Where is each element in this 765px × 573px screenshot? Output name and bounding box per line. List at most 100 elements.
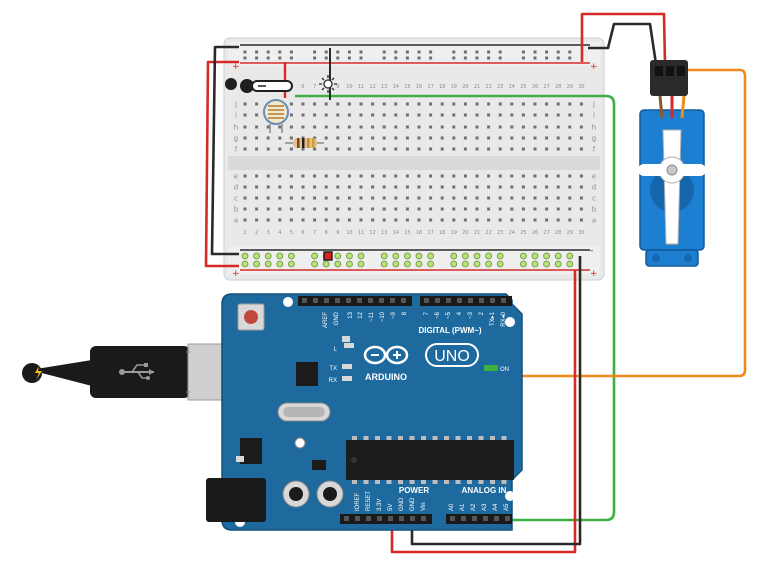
header-pin[interactable]: [424, 298, 429, 303]
header-pin[interactable]: [421, 516, 426, 521]
rail-hole[interactable]: [461, 260, 469, 268]
rail-hole[interactable]: [253, 260, 261, 268]
breadboard-hole[interactable]: [278, 174, 282, 178]
breadboard-hole[interactable]: [266, 196, 270, 200]
breadboard-hole[interactable]: [429, 185, 433, 189]
breadboard-hole[interactable]: [579, 147, 583, 151]
breadboard-hole[interactable]: [289, 185, 293, 189]
breadboard-hole[interactable]: [382, 174, 386, 178]
breadboard-hole[interactable]: [243, 113, 247, 117]
wire-black-servo-ground[interactable]: [588, 22, 658, 65]
rail-hole[interactable]: [568, 56, 572, 60]
rail-hole[interactable]: [487, 50, 491, 54]
rail-hole[interactable]: [531, 260, 539, 268]
breadboard-hole[interactable]: [371, 147, 375, 151]
rail-hole[interactable]: [322, 260, 330, 268]
breadboard-hole[interactable]: [463, 125, 467, 129]
breadboard-hole[interactable]: [255, 207, 259, 211]
breadboard-hole[interactable]: [382, 113, 386, 117]
breadboard-hole[interactable]: [475, 147, 479, 151]
breadboard-hole[interactable]: [266, 207, 270, 211]
breadboard-hole[interactable]: [289, 174, 293, 178]
breadboard-hole[interactable]: [405, 136, 409, 140]
breadboard-hole[interactable]: [429, 207, 433, 211]
breadboard-hole[interactable]: [429, 196, 433, 200]
wire-red-servo-power[interactable]: [580, 12, 667, 65]
breadboard-hole[interactable]: [429, 102, 433, 106]
header-pin[interactable]: [335, 298, 340, 303]
breadboard-hole[interactable]: [463, 147, 467, 151]
breadboard-hole[interactable]: [324, 218, 328, 222]
breadboard-hole[interactable]: [313, 136, 317, 140]
breadboard-hole[interactable]: [243, 218, 247, 222]
breadboard-hole[interactable]: [289, 218, 293, 222]
breadboard-hole[interactable]: [545, 207, 549, 211]
breadboard-hole[interactable]: [371, 196, 375, 200]
breadboard-hole[interactable]: [556, 102, 560, 106]
breadboard-hole[interactable]: [463, 102, 467, 106]
breadboard-hole[interactable]: [463, 113, 467, 117]
rail-hole[interactable]: [276, 252, 284, 260]
breadboard-hole[interactable]: [278, 136, 282, 140]
breadboard-hole[interactable]: [266, 136, 270, 140]
breadboard-hole[interactable]: [521, 218, 525, 222]
rail-hole[interactable]: [496, 252, 504, 260]
breadboard-hole[interactable]: [359, 174, 363, 178]
breadboard-hole[interactable]: [545, 174, 549, 178]
breadboard-hole[interactable]: [510, 218, 514, 222]
breadboard-hole[interactable]: [452, 125, 456, 129]
breadboard-hole[interactable]: [313, 185, 317, 189]
breadboard-hole[interactable]: [440, 196, 444, 200]
header-pin[interactable]: [461, 516, 466, 521]
breadboard-hole[interactable]: [452, 185, 456, 189]
header-pin[interactable]: [505, 516, 510, 521]
breadboard-hole[interactable]: [452, 136, 456, 140]
header-pin[interactable]: [379, 298, 384, 303]
breadboard-hole[interactable]: [417, 174, 421, 178]
breadboard-hole[interactable]: [347, 102, 351, 106]
rail-hole[interactable]: [452, 50, 456, 54]
breadboard-hole[interactable]: [313, 102, 317, 106]
header-pin[interactable]: [313, 298, 318, 303]
breadboard-hole[interactable]: [289, 147, 293, 151]
breadboard-hole[interactable]: [475, 136, 479, 140]
rail-hole[interactable]: [566, 252, 574, 260]
header-pin[interactable]: [399, 516, 404, 521]
power-header[interactable]: [340, 514, 432, 524]
breadboard-hole[interactable]: [452, 147, 456, 151]
breadboard-hole[interactable]: [545, 113, 549, 117]
breadboard-hole[interactable]: [313, 125, 317, 129]
breadboard-hole[interactable]: [545, 102, 549, 106]
breadboard-hole[interactable]: [243, 196, 247, 200]
breadboard-hole[interactable]: [545, 147, 549, 151]
breadboard-hole[interactable]: [359, 113, 363, 117]
breadboard-hole[interactable]: [463, 207, 467, 211]
rail-hole[interactable]: [243, 50, 247, 54]
breadboard-hole[interactable]: [278, 196, 282, 200]
breadboard-hole[interactable]: [452, 102, 456, 106]
breadboard-hole[interactable]: [510, 207, 514, 211]
breadboard-hole[interactable]: [533, 147, 537, 151]
breadboard-hole[interactable]: [545, 196, 549, 200]
breadboard-hole[interactable]: [498, 174, 502, 178]
breadboard-hole[interactable]: [579, 125, 583, 129]
breadboard-hole[interactable]: [394, 174, 398, 178]
breadboard-hole[interactable]: [289, 113, 293, 117]
breadboard-hole[interactable]: [487, 136, 491, 140]
rail-hole[interactable]: [264, 252, 272, 260]
rail-hole[interactable]: [264, 260, 272, 268]
rail-hole[interactable]: [498, 50, 502, 54]
breadboard-hole[interactable]: [429, 147, 433, 151]
rail-hole[interactable]: [543, 260, 550, 268]
rail-hole[interactable]: [392, 252, 400, 260]
breadboard-hole[interactable]: [359, 136, 363, 140]
rail-hole[interactable]: [545, 50, 549, 54]
breadboard-hole[interactable]: [510, 136, 514, 140]
breadboard-hole[interactable]: [533, 125, 537, 129]
rail-hole[interactable]: [429, 50, 433, 54]
header-pin[interactable]: [410, 516, 415, 521]
rail-hole[interactable]: [313, 56, 317, 60]
breadboard-hole[interactable]: [347, 218, 351, 222]
breadboard-selected-hole[interactable]: [323, 251, 333, 261]
header-pin[interactable]: [324, 298, 329, 303]
